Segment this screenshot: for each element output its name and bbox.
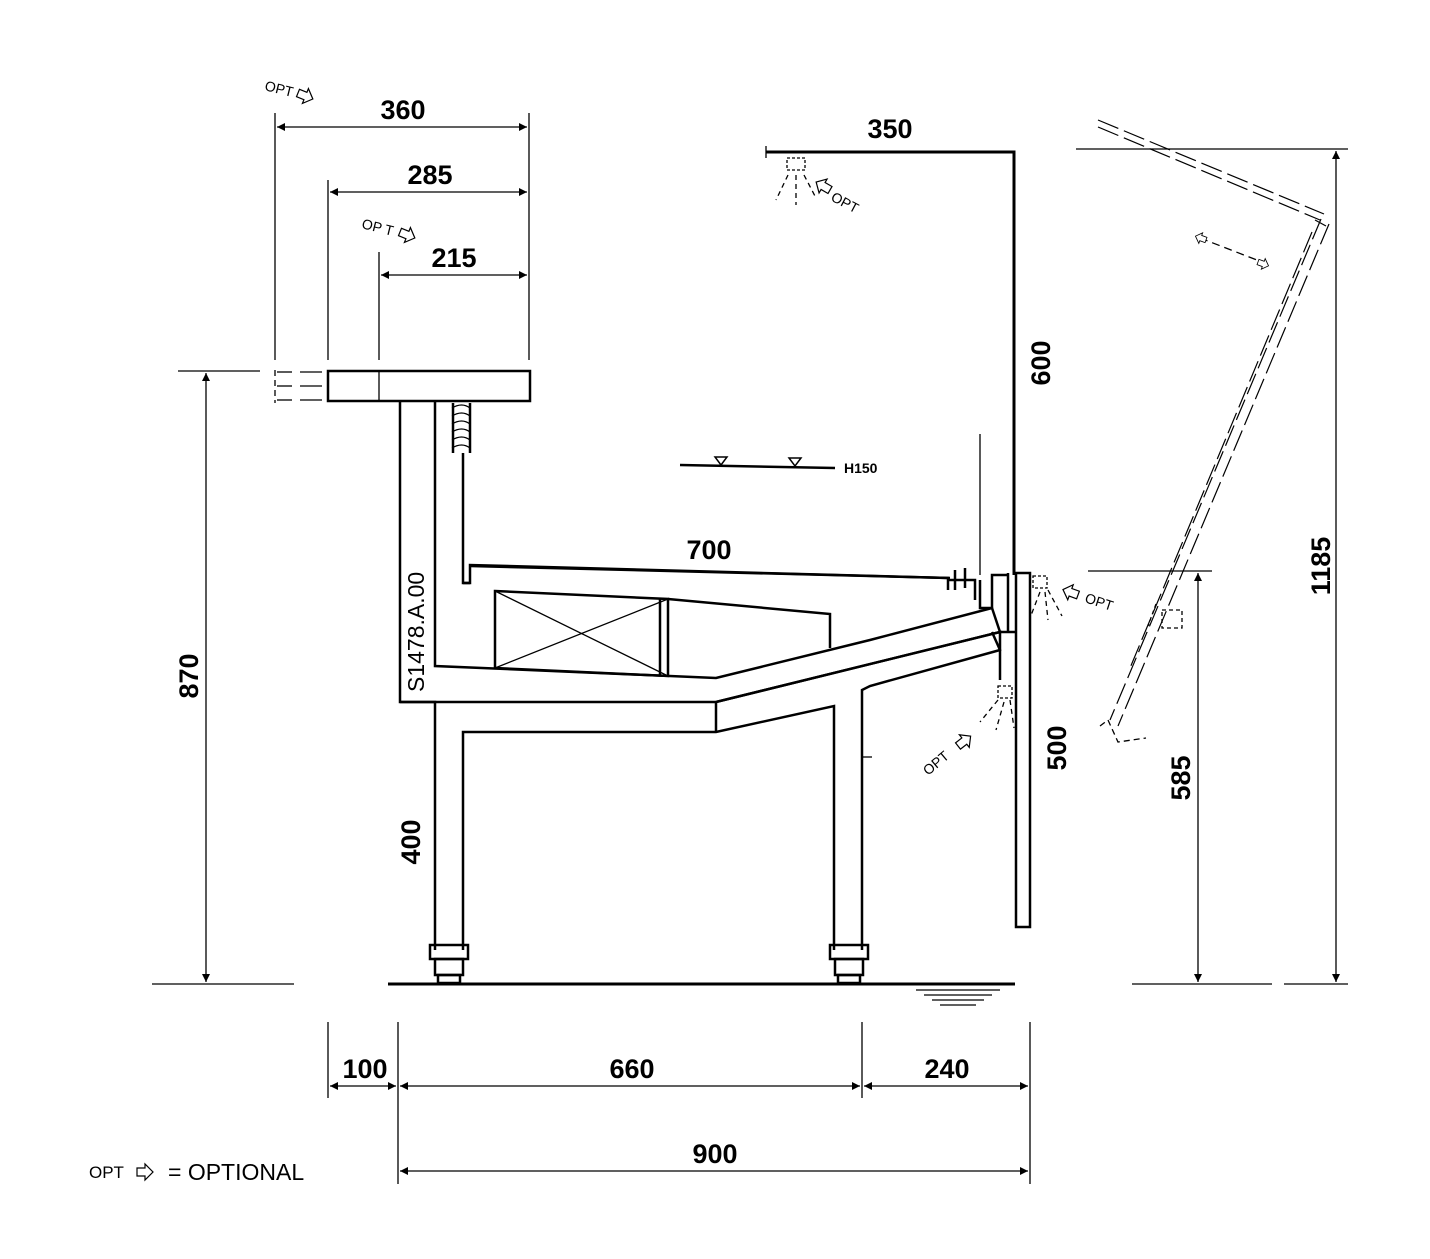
svg-text:OPT: OPT — [920, 747, 953, 778]
left-dimensions: 870 400 — [152, 370, 426, 985]
opt-marker-front-lower: OPT — [920, 729, 977, 778]
dim-360: 360 — [380, 95, 425, 125]
counter-body — [388, 401, 1015, 1006]
dim-500: 500 — [1042, 725, 1072, 770]
dim-215: 215 — [431, 243, 476, 273]
hinge-arrow-icon — [1193, 230, 1271, 272]
dim-350: 350 — [867, 114, 912, 144]
legend-text: = OPTIONAL — [168, 1159, 304, 1185]
opt-marker-front-upper: OPT — [1059, 581, 1116, 614]
svg-text:OPT: OPT — [263, 77, 295, 100]
bottom-dimensions: 100 660 240 900 — [327, 1022, 1031, 1184]
dim-900: 900 — [692, 1139, 737, 1169]
dim-240: 240 — [924, 1054, 969, 1084]
legend-arrow-icon — [136, 1163, 154, 1181]
legend-opt-symbol: OPT — [89, 1163, 124, 1182]
opt-marker-canopy: OPT — [811, 174, 862, 217]
canopy-lamp-icon — [775, 157, 817, 205]
left-foot — [428, 943, 470, 985]
ground-symbol — [916, 989, 1000, 1006]
dim-660: 660 — [609, 1054, 654, 1084]
legend: OPT = OPTIONAL — [89, 1159, 304, 1185]
front-panel: 500 OPT OPT — [920, 571, 1116, 929]
dim-600: 600 — [1026, 340, 1056, 385]
opt-marker-shelf-top: OPT — [263, 77, 317, 108]
right-foot — [828, 943, 870, 985]
front-lamp-upper-icon — [1029, 575, 1063, 621]
level-label: H150 — [844, 460, 878, 476]
dim-400: 400 — [396, 819, 426, 864]
dim-1185: 1185 — [1306, 537, 1336, 596]
dim-285: 285 — [407, 160, 452, 190]
dim-585: 585 — [1166, 755, 1196, 800]
shelf-dimensions: 360 285 215 — [274, 95, 530, 360]
dim-700: 700 — [686, 535, 731, 565]
hinged-glass-open — [1097, 119, 1330, 743]
compressor-box — [493, 589, 832, 678]
right-dimensions: 585 1185 — [1076, 148, 1348, 985]
svg-text:OP T: OP T — [360, 215, 396, 238]
top-shelf — [274, 369, 532, 403]
svg-text:OPT: OPT — [1083, 590, 1116, 614]
canopy: 350 600 OPT — [765, 114, 1056, 575]
opt-marker-shelf-mid: OP T — [360, 215, 419, 247]
dim-100: 100 — [342, 1054, 387, 1084]
coil — [451, 403, 472, 453]
svg-text:OPT: OPT — [829, 189, 862, 217]
drawing-code: S1478.A.00 — [403, 572, 429, 692]
level-indicator: H150 — [679, 456, 878, 476]
front-lamp-lower-icon — [979, 685, 1015, 731]
dim-870: 870 — [174, 653, 204, 698]
